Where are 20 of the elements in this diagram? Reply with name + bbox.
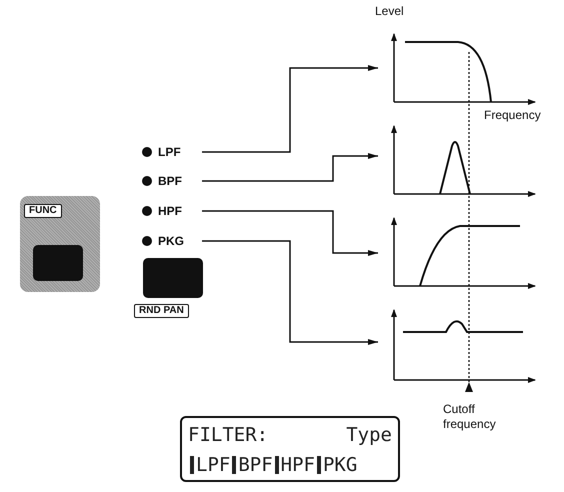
- connector-arrow: [202, 65, 378, 153]
- filter-type-label: BPF: [158, 174, 182, 188]
- connector-arrow: [202, 153, 378, 182]
- lcd-text: HPF: [280, 454, 315, 476]
- connector-arrow: [202, 210, 378, 256]
- lcd-text: BPF: [238, 454, 273, 476]
- lcd-text: Type: [346, 424, 392, 446]
- key-label: FUNC: [24, 204, 62, 218]
- lcd-text: LPF: [196, 454, 230, 476]
- key-label: RND PAN: [134, 304, 189, 318]
- filter-type-label: PKG: [158, 234, 184, 248]
- filter-type-label: HPF: [158, 204, 182, 218]
- lcd-text: PKG: [322, 454, 358, 476]
- filter-type-label: LPF: [158, 145, 181, 159]
- axis-label: Level: [375, 4, 404, 19]
- axis-label: Frequency: [484, 108, 541, 123]
- axis-label: Cutoff frequency: [443, 402, 497, 432]
- lcd-display: [180, 416, 400, 482]
- lcd-text: FILTER:: [188, 424, 268, 446]
- connector-arrow: [202, 240, 378, 345]
